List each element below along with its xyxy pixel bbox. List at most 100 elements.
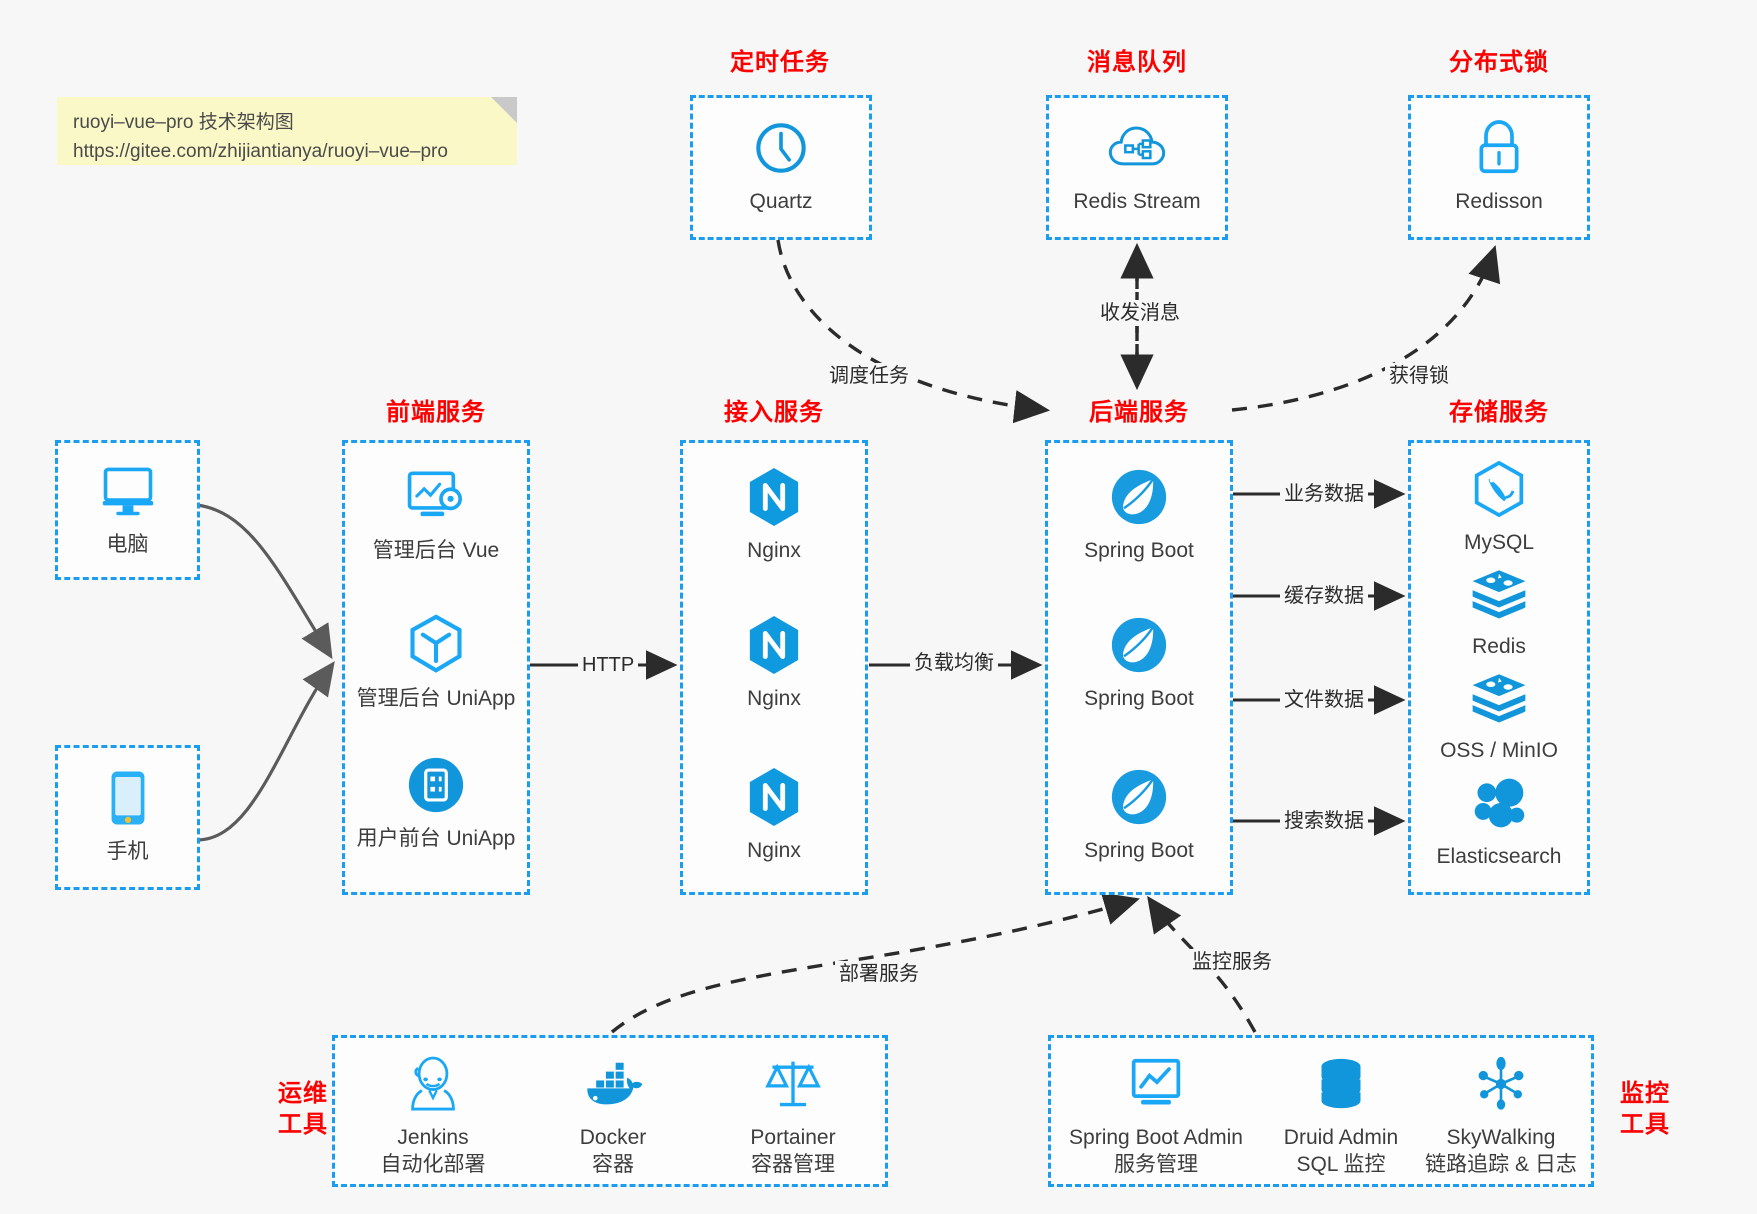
node-oss-minio[interactable]: OSS / MinIO	[1411, 665, 1587, 764]
oss-minio-icon	[1411, 665, 1587, 729]
node-spring-boot-2[interactable]: Spring Boot	[1048, 613, 1230, 712]
group-title-devops-line2: 工具	[278, 1111, 328, 1138]
group-title-gateway: 接入服务	[724, 399, 824, 426]
node-spring-boot-1[interactable]: Spring Boot	[1048, 465, 1230, 564]
node-label: Druid Admin	[1283, 1126, 1399, 1149]
docker-icon	[533, 1052, 693, 1116]
edge-label-cache-data: 缓存数据	[1280, 583, 1368, 609]
node-sublabel: 容器管理	[751, 1153, 835, 1176]
edge-label-business-data: 业务数据	[1280, 481, 1368, 507]
nginx-icon	[683, 465, 865, 529]
node-nginx-2[interactable]: Nginx	[683, 613, 865, 712]
edge-label-acquire-lock: 获得锁	[1385, 363, 1453, 389]
node-label: Docker	[579, 1126, 647, 1149]
node-sublabel: 容器	[592, 1153, 634, 1176]
node-label: 电脑	[106, 533, 149, 556]
mysql-icon	[1411, 457, 1587, 521]
node-label: Nginx	[747, 839, 801, 862]
node-skywalking[interactable]: SkyWalking 链路追踪 & 日志	[1411, 1052, 1591, 1178]
node-label: Nginx	[747, 687, 801, 710]
group-title-frontend: 前端服务	[386, 399, 486, 426]
group-box-frontend: 管理后台 Vue 管理后台 UniApp	[342, 440, 530, 895]
node-pc[interactable]: 电脑	[58, 459, 197, 558]
app-circle-icon	[345, 753, 527, 817]
node-label: Spring Boot Admin	[1069, 1126, 1243, 1149]
group-title-monitor-line2: 工具	[1620, 1111, 1670, 1138]
node-label: Spring Boot	[1084, 687, 1194, 710]
edge-label-send-receive-message: 收发消息	[1096, 300, 1184, 326]
group-title-lock: 分布式锁	[1449, 49, 1549, 76]
skywalking-icon	[1411, 1052, 1591, 1116]
edge-label-file-data: 文件数据	[1280, 687, 1368, 713]
edge-label-http: HTTP	[578, 652, 639, 678]
database-icon	[1261, 1052, 1421, 1116]
group-title-backend: 后端服务	[1089, 399, 1189, 426]
group-box-monitor: Spring Boot Admin 服务管理 Druid Admin SQL 监…	[1048, 1035, 1594, 1187]
edge-label-deploy-service: 部署服务	[835, 961, 923, 987]
node-quartz[interactable]: Quartz	[693, 116, 869, 215]
node-sublabel: SQL 监控	[1296, 1153, 1386, 1176]
spring-boot-icon	[1048, 465, 1230, 529]
note-fold-corner	[491, 97, 517, 123]
diagram-note: ruoyi–vue–pro 技术架构图 https://gitee.com/zh…	[57, 97, 517, 165]
group-title-devops: 运维 工具	[258, 1078, 328, 1140]
node-mobile[interactable]: 手机	[58, 766, 197, 865]
node-redis[interactable]: Redis	[1411, 561, 1587, 660]
node-label: 管理后台 UniApp	[356, 687, 516, 710]
node-redis-stream[interactable]: Redis Stream	[1049, 116, 1225, 215]
spring-boot-icon	[1048, 613, 1230, 677]
group-box-mq: Redis Stream	[1046, 95, 1228, 240]
node-sublabel: 自动化部署	[380, 1153, 486, 1176]
group-title-storage: 存储服务	[1449, 399, 1549, 426]
node-user-uniapp[interactable]: 用户前台 UniApp	[345, 753, 527, 852]
dashboard-gear-icon	[345, 465, 527, 529]
group-box-storage: MySQL Redis	[1408, 440, 1590, 895]
nginx-icon	[683, 613, 865, 677]
node-sublabel: 链路追踪 & 日志	[1425, 1153, 1577, 1176]
node-nginx-3[interactable]: Nginx	[683, 765, 865, 864]
edge-label-load-balance: 负载均衡	[910, 650, 998, 676]
node-elasticsearch[interactable]: Elasticsearch	[1411, 771, 1587, 870]
group-title-monitor-line1: 监控	[1620, 1080, 1670, 1107]
node-jenkins[interactable]: Jenkins 自动化部署	[353, 1052, 513, 1178]
note-line-title: ruoyi–vue–pro 技术架构图	[73, 112, 294, 133]
node-sublabel: 服务管理	[1114, 1153, 1198, 1176]
node-label: SkyWalking	[1446, 1126, 1556, 1149]
clock-icon	[693, 116, 869, 180]
node-label: Nginx	[747, 539, 801, 562]
node-label: 手机	[106, 840, 149, 863]
spring-boot-icon	[1048, 765, 1230, 829]
node-label: Jenkins	[397, 1126, 469, 1149]
node-spring-boot-3[interactable]: Spring Boot	[1048, 765, 1230, 864]
elasticsearch-icon	[1411, 771, 1587, 835]
node-label: Redis	[1472, 635, 1526, 658]
node-mysql[interactable]: MySQL	[1411, 457, 1587, 556]
group-box-client-mobile: 手机	[55, 745, 200, 890]
group-box-gateway: Nginx Nginx Nginx	[680, 440, 868, 895]
jenkins-icon	[353, 1052, 513, 1116]
phone-icon	[58, 766, 197, 830]
edge-label-schedule-task: 调度任务	[825, 363, 913, 389]
node-admin-vue[interactable]: 管理后台 Vue	[345, 465, 527, 564]
node-redisson[interactable]: Redisson	[1411, 116, 1587, 215]
monitor-chart-icon	[1061, 1052, 1251, 1116]
node-admin-uniapp[interactable]: 管理后台 UniApp	[345, 613, 527, 712]
node-portainer[interactable]: Portainer 容器管理	[713, 1052, 873, 1178]
node-label: Portainer	[750, 1126, 836, 1149]
node-spring-boot-admin[interactable]: Spring Boot Admin 服务管理	[1061, 1052, 1251, 1178]
node-nginx-1[interactable]: Nginx	[683, 465, 865, 564]
group-title-scheduler: 定时任务	[730, 49, 830, 76]
scale-icon	[713, 1052, 873, 1116]
node-docker[interactable]: Docker 容器	[533, 1052, 693, 1178]
group-box-lock: Redisson	[1408, 95, 1590, 240]
nginx-icon	[683, 765, 865, 829]
cube-icon	[345, 613, 527, 677]
node-label: 用户前台 UniApp	[356, 827, 516, 850]
node-druid-admin[interactable]: Druid Admin SQL 监控	[1261, 1052, 1421, 1178]
edge-label-search-data: 搜索数据	[1280, 808, 1368, 834]
lock-icon	[1411, 116, 1587, 180]
group-box-client-pc: 电脑	[55, 440, 200, 580]
desktop-icon	[58, 459, 197, 523]
node-label: Spring Boot	[1084, 839, 1194, 862]
